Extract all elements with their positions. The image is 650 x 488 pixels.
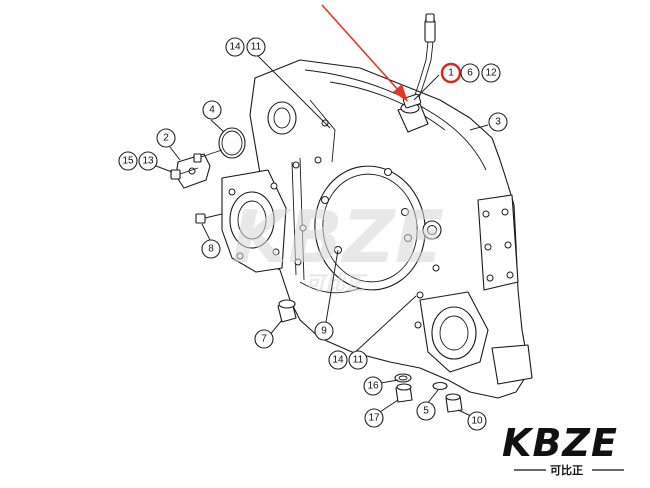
callout-14-bottom: 14 <box>328 350 348 370</box>
bolt-part-8 <box>195 213 223 224</box>
svg-text:可比正: 可比正 <box>305 271 368 295</box>
cover-plate-part-2 <box>175 153 211 189</box>
svg-text:14: 14 <box>229 42 241 53</box>
callout-11-top: 11 <box>246 37 266 57</box>
svg-text:13: 13 <box>142 156 154 167</box>
callout-10: 10 <box>467 411 487 431</box>
callout-16: 16 <box>363 376 383 396</box>
kbze-logo: KBZE 可比正 <box>502 421 624 477</box>
svg-text:11: 11 <box>251 42 262 53</box>
svg-text:10: 10 <box>471 416 483 427</box>
svg-text:15: 15 <box>122 156 134 167</box>
callout-2: 2 <box>156 128 176 148</box>
callout-4: 4 <box>202 100 222 120</box>
bolt-part-13 <box>170 167 199 180</box>
bolt-part-2a <box>193 149 223 163</box>
callout-17: 17 <box>364 408 384 428</box>
svg-text:7: 7 <box>261 334 267 345</box>
callout-15: 15 <box>118 151 138 171</box>
svg-text:12: 12 <box>485 68 497 79</box>
svg-text:16: 16 <box>367 381 379 392</box>
svg-text:KBZE: KBZE <box>502 421 618 465</box>
svg-text:17: 17 <box>368 413 380 424</box>
callout-3: 3 <box>488 112 508 132</box>
svg-text:KBZE: KBZE <box>232 195 444 279</box>
highlight-arrow <box>321 4 408 102</box>
svg-text:9: 9 <box>321 326 327 337</box>
seal-part-9 <box>299 281 361 294</box>
plug-part-7 <box>277 299 297 323</box>
callout-12: 12 <box>481 63 501 83</box>
callout-6: 6 <box>460 63 480 83</box>
callout-11-bottom: 11 <box>348 350 368 370</box>
svg-text:14: 14 <box>332 355 344 366</box>
svg-text:可比正: 可比正 <box>550 463 583 477</box>
svg-text:2: 2 <box>163 133 169 144</box>
flywheel-housing <box>221 59 533 399</box>
callout-7: 7 <box>254 329 274 349</box>
washer-part-16 <box>394 373 412 383</box>
svg-text:11: 11 <box>353 355 364 366</box>
svg-text:1: 1 <box>448 68 454 79</box>
svg-text:3: 3 <box>495 117 501 128</box>
plug-part-10 <box>445 393 463 413</box>
plug-part-17 <box>395 383 413 403</box>
callout-13: 13 <box>138 151 158 171</box>
svg-text:6: 6 <box>467 68 473 79</box>
svg-text:4: 4 <box>209 105 215 116</box>
callout-14-top: 14 <box>225 37 245 57</box>
o-ring-part-4 <box>218 127 246 159</box>
speed-sensor-harness <box>402 13 436 109</box>
callout-5: 5 <box>416 401 436 421</box>
callout-1-highlighted[interactable]: 1 <box>440 62 462 84</box>
callout-9: 9 <box>314 321 334 341</box>
svg-text:8: 8 <box>208 244 214 255</box>
washer-part-5 <box>432 381 448 391</box>
svg-text:5: 5 <box>423 406 429 417</box>
watermark: KBZE 可比正 <box>232 195 444 295</box>
callout-8: 8 <box>201 239 221 259</box>
